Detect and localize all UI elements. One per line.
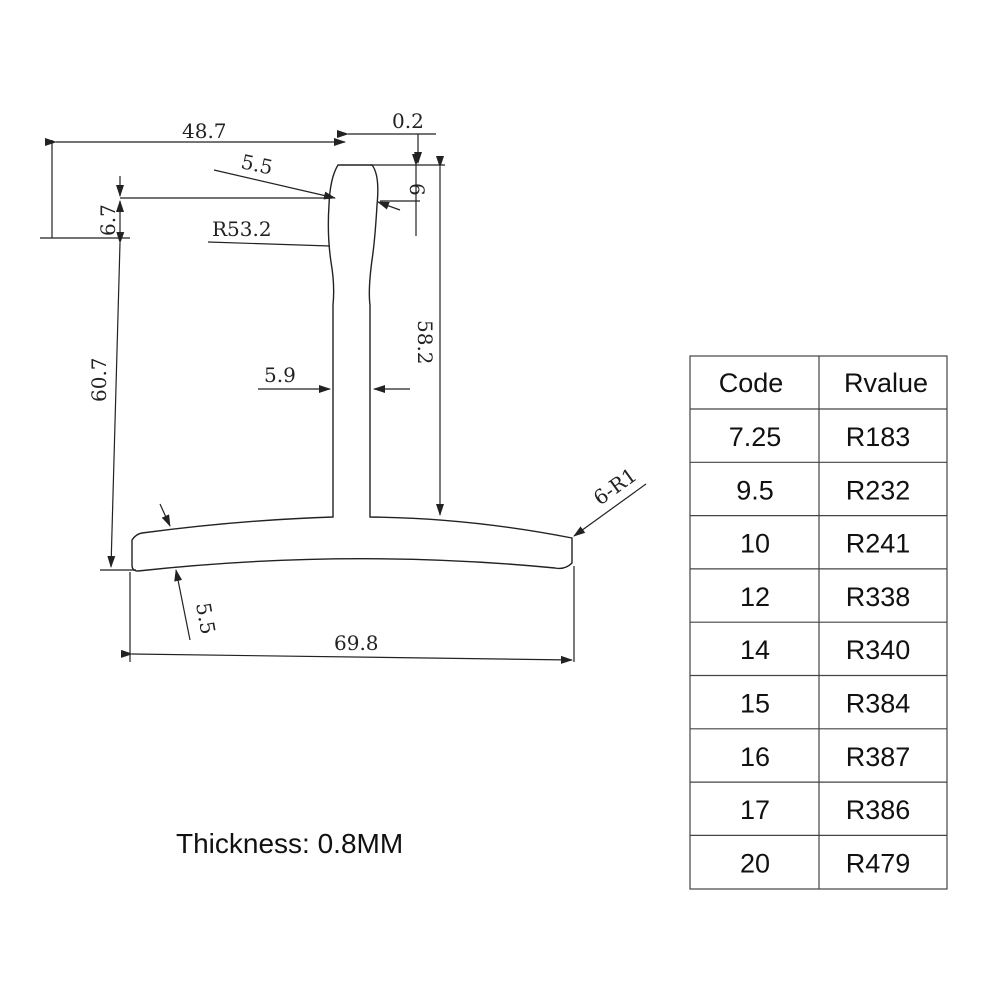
dim-6-label: 6 [405,183,429,196]
table-cell-code: 20 [740,848,770,878]
arm-thickness-tick [159,503,171,527]
dim-58-2-label: 58.2 [413,320,437,365]
table-cell-rvalue: R232 [846,475,911,505]
dim-6-7-label: 6.7 [96,204,120,236]
thickness-note: Thickness: 0.8MM [176,828,403,859]
table-cell-code: 17 [740,795,770,825]
dim-6-r1-label: 6-R1 [589,463,641,510]
dim-5-5-top-label: 5.5 [239,149,275,179]
dim-5-5-bottom-label: 5.5 [191,601,220,636]
dim-6-leader [377,201,401,211]
dim-48-7-label: 48.7 [182,119,227,143]
table-cell-rvalue: R241 [846,529,911,559]
table-cell-rvalue: R386 [846,795,911,825]
dim-69-8-label: 69.8 [334,631,379,655]
dim-r53-2-label: R53.2 [212,217,272,241]
table-cell-code: 16 [740,742,770,772]
table-header-code: Code [719,368,784,398]
table-header-rvalue: Rvalue [844,368,928,398]
table-cell-rvalue: R183 [846,422,911,452]
table-cell-code: 7.25 [729,422,782,452]
table-cell-rvalue: R384 [846,689,911,719]
dim-6-r1-leader [573,483,647,537]
table-cell-code: 9.5 [736,475,774,505]
dim-0-2-label: 0.2 [392,109,424,133]
dim-5-9-label: 5.9 [264,363,296,387]
table-cell-rvalue: R338 [846,582,911,612]
table-cell-rvalue: R479 [846,848,911,878]
table-cell-code: 15 [740,689,770,719]
dim-5-5-top-leader [213,169,336,200]
t-profile-outline [131,164,573,572]
table-cell-rvalue: R387 [846,742,911,772]
dim-5-5-bottom-leader [174,569,191,641]
table-cell-code: 10 [740,529,770,559]
dim-69-8-line [120,649,573,664]
table-cell-rvalue: R340 [846,635,911,665]
table-cell-code: 14 [740,635,770,665]
rvalue-table: 7.25 R183 9.5 R232 10 R241 12 R338 14 R340 15 R384 1… [689,355,948,890]
dim-r53-2-leader [207,241,331,247]
table-cell-code: 12 [740,582,770,612]
dim-60-7-label: 60.7 [87,357,111,402]
dim-60-7-line [107,231,125,568]
